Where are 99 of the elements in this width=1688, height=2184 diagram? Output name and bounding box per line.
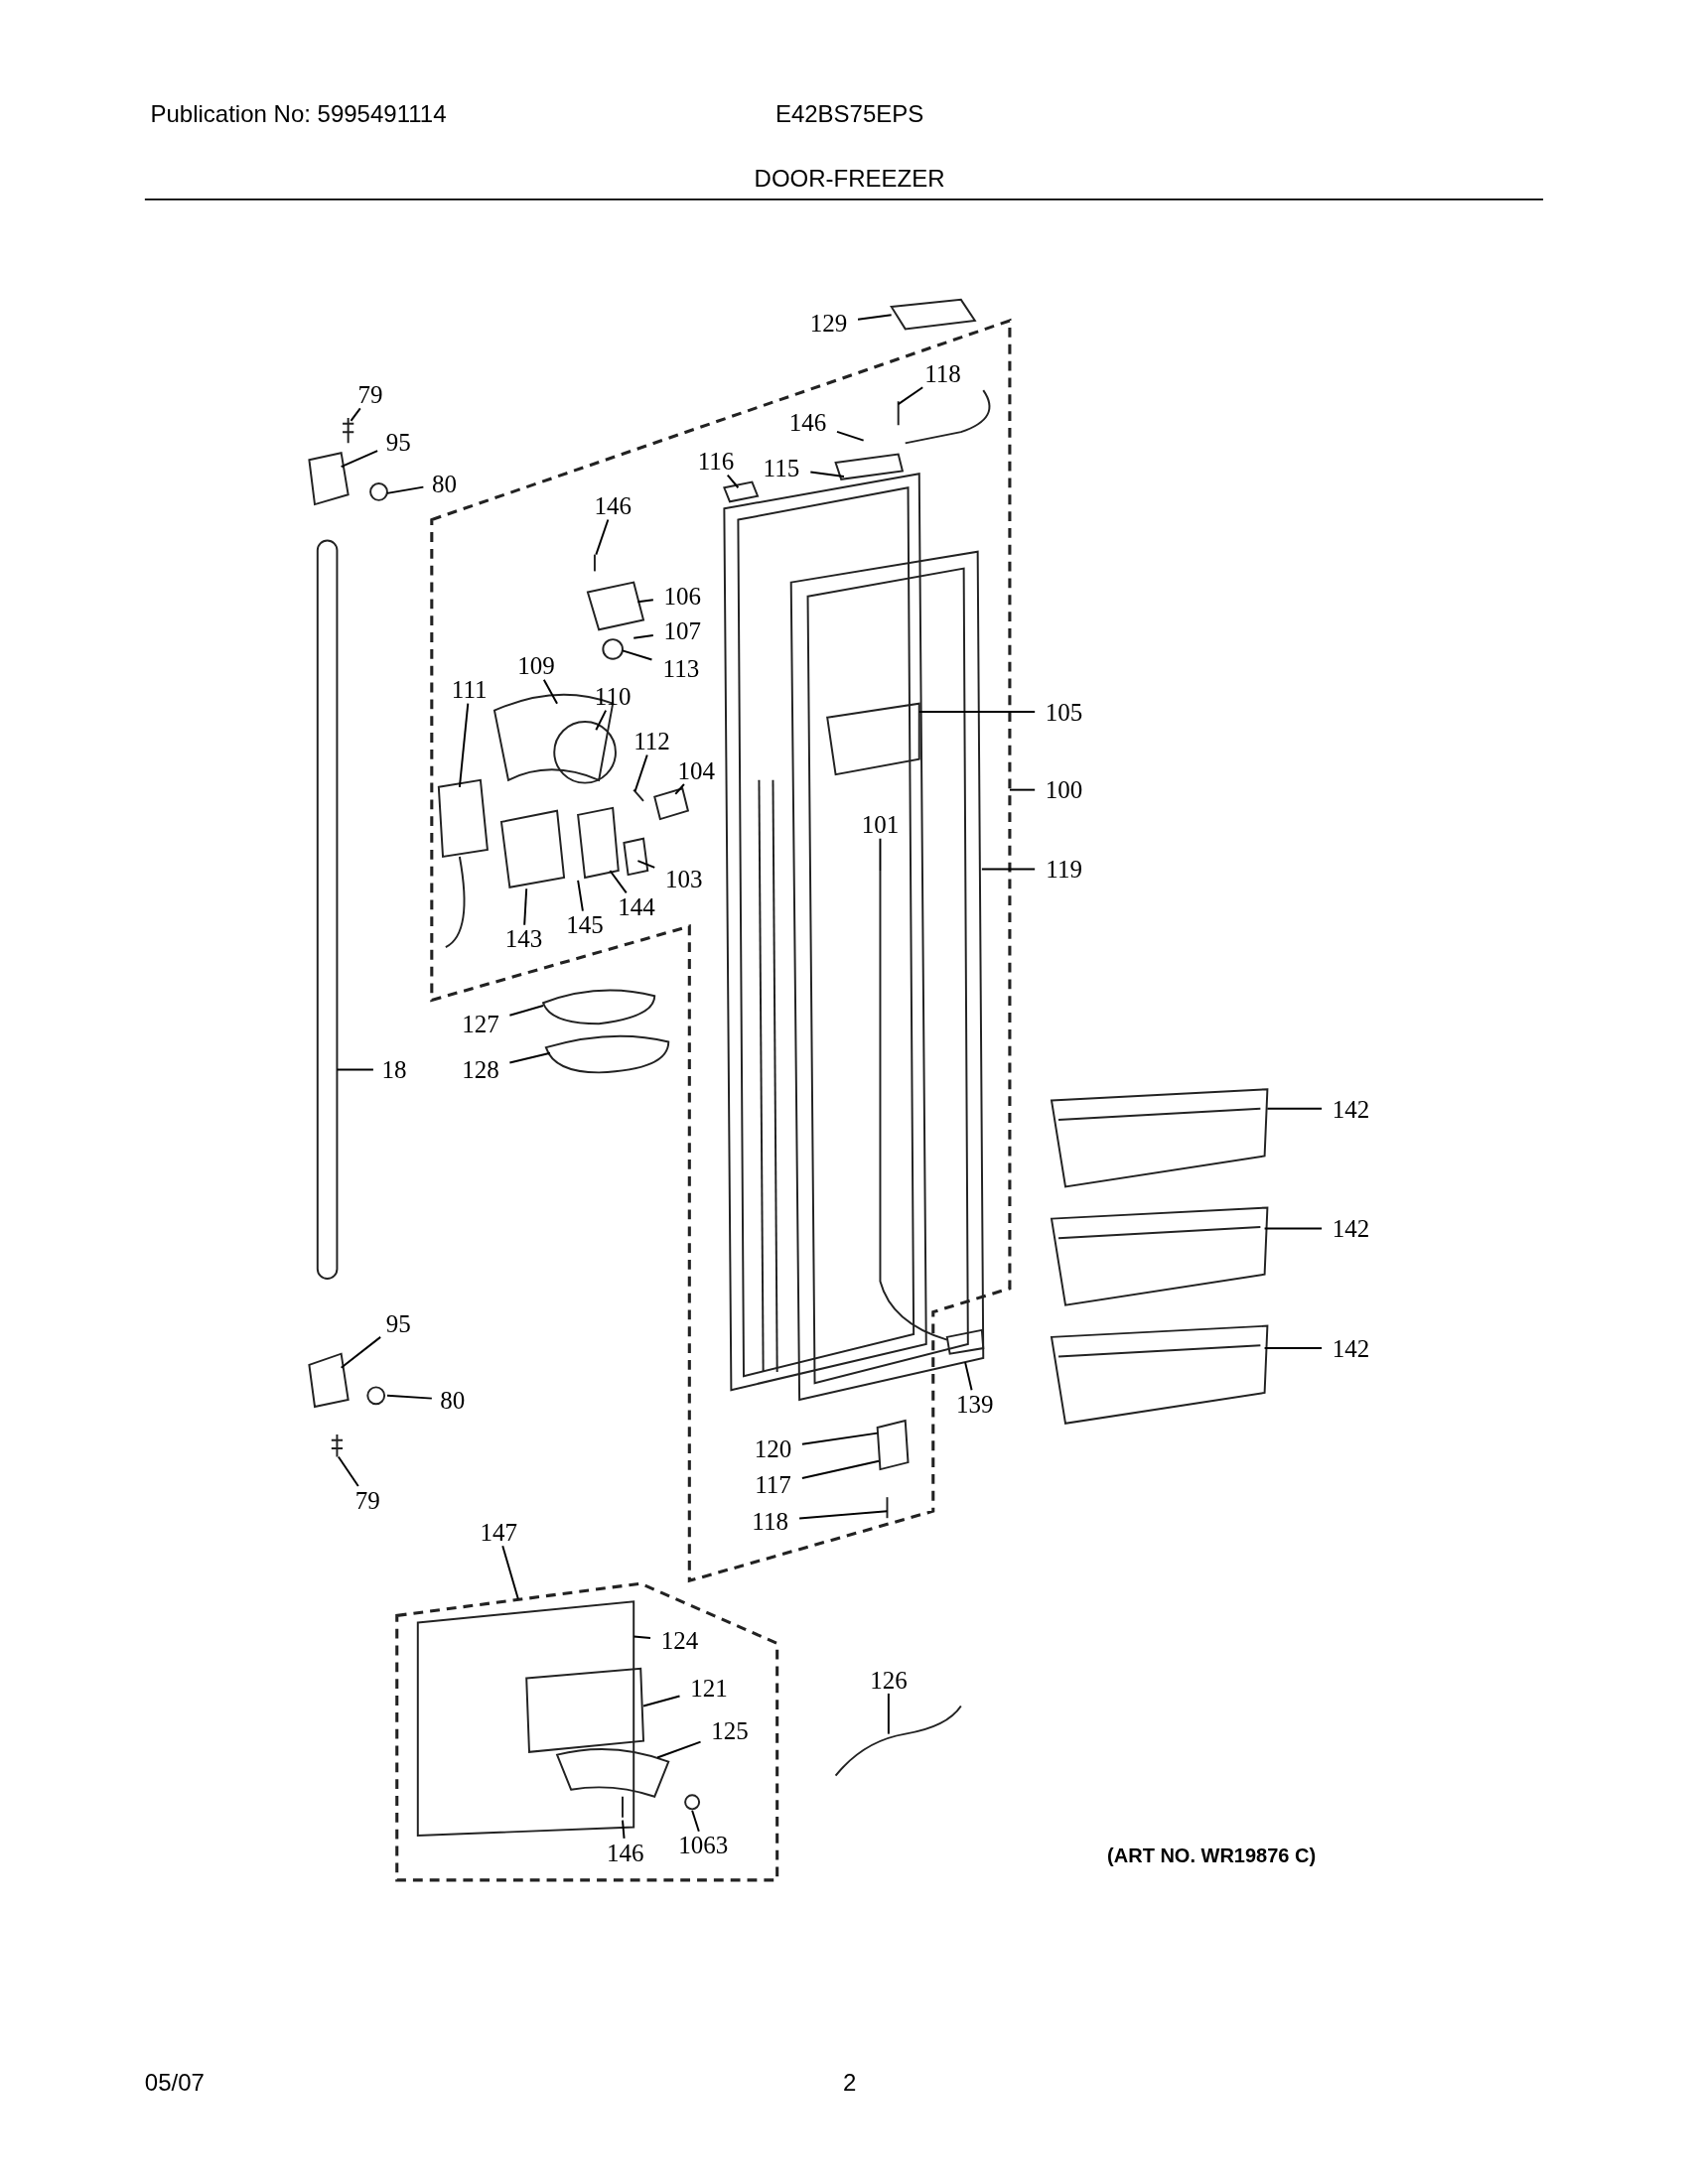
callout-number: 118 [752, 1508, 788, 1534]
leader-line [336, 1068, 374, 1071]
leader-line [1263, 1227, 1324, 1230]
callout-number: 143 [504, 925, 543, 951]
callout-number: 147 [480, 1519, 517, 1545]
callout-number: 145 [566, 911, 604, 937]
hinge-drawing [876, 1419, 910, 1471]
callout-number: 79 [357, 381, 383, 407]
callout-number: 144 [618, 893, 655, 919]
callout-number: 128 [462, 1056, 499, 1082]
callout-number: 121 [690, 1675, 728, 1701]
date-code: 05/07 [144, 2069, 205, 2098]
leader-line [622, 649, 653, 661]
leader-line [609, 870, 628, 894]
leader-line [1008, 788, 1037, 791]
callout-number: 118 [924, 360, 961, 386]
page-title: DOOR-FREEZER [754, 164, 945, 193]
leader-line [633, 1635, 651, 1639]
leader-line [508, 1051, 551, 1064]
callout-number: 124 [660, 1627, 699, 1653]
leader-line [595, 518, 610, 556]
leader-line [887, 1692, 890, 1735]
callout-number: 127 [462, 1011, 499, 1036]
callout-number: 113 [662, 655, 700, 681]
leader-line [385, 1394, 433, 1400]
callout-number: 95 [385, 429, 411, 455]
callout-number: 79 [354, 1487, 380, 1513]
leader-line [800, 1459, 881, 1479]
leader-line [577, 879, 584, 912]
leader-line [542, 678, 559, 705]
leader-line [595, 709, 608, 732]
leader-line [622, 1819, 626, 1840]
leader-line [458, 702, 470, 788]
leader-line [636, 860, 656, 869]
publication-number: Publication No: 5995491114 [150, 100, 447, 128]
page-number: 2 [842, 2069, 857, 2098]
leader-line [642, 1695, 681, 1707]
callout-number: 80 [440, 1387, 466, 1413]
callout-number: 146 [788, 409, 827, 435]
leader-line [897, 386, 924, 406]
callout-number: 126 [870, 1667, 908, 1693]
leader-line [691, 1809, 700, 1833]
leader-line [879, 837, 882, 872]
leader-line [964, 1361, 973, 1392]
callout-number: 146 [607, 1840, 644, 1864]
callout-number: 100 [1045, 776, 1083, 802]
bulb-drawing [602, 638, 624, 660]
callout-number: 1063 [678, 1833, 729, 1857]
callout-number: 117 [755, 1471, 791, 1497]
callout-number: 111 [451, 676, 488, 702]
callout-number: 103 [664, 866, 703, 891]
callout-number: 142 [1332, 1096, 1370, 1121]
leader-line [337, 1455, 359, 1487]
leader-line [340, 450, 379, 469]
callout-number: 116 [697, 448, 735, 474]
callout-number: 120 [754, 1435, 792, 1461]
leader-line [798, 1510, 889, 1520]
callout-number: 119 [1046, 856, 1082, 882]
bushing-drawing [369, 482, 388, 501]
leader-line [917, 711, 1037, 714]
leader-line [636, 599, 654, 604]
callout-number: 110 [594, 683, 632, 709]
leader-line [980, 868, 1037, 871]
callout-number: 104 [677, 757, 716, 783]
leader-line [508, 1005, 544, 1017]
leader-line [656, 1740, 702, 1759]
leader-line [350, 407, 361, 422]
leader-line [501, 1545, 519, 1600]
callout-number: 142 [1332, 1215, 1370, 1241]
leader-line [836, 430, 865, 442]
leader-line [340, 1335, 382, 1369]
leader-line [674, 783, 685, 795]
model-number: E42BS75EPS [774, 100, 924, 128]
callout-number: 80 [431, 471, 457, 496]
leader-line [633, 753, 648, 792]
callout-number: 109 [517, 652, 555, 678]
callout-number: 112 [633, 728, 670, 753]
leader-line [809, 471, 845, 478]
callout-number: 105 [1045, 699, 1083, 725]
leader-line [857, 314, 893, 321]
callout-number: 115 [763, 455, 800, 480]
callout-number: 18 [381, 1056, 407, 1082]
leader-line [1263, 1347, 1324, 1350]
callout-number: 101 [861, 811, 900, 837]
callout-number: 139 [956, 1391, 994, 1417]
callout-number: 125 [711, 1717, 749, 1743]
art-number-note: (ART NO. WR19876 C) [1107, 1844, 1317, 1868]
leader-line [523, 887, 528, 926]
leader-line [800, 1432, 879, 1445]
callout-number: 142 [1332, 1335, 1370, 1361]
callout-number: 146 [594, 492, 632, 518]
callout-number: 95 [385, 1310, 411, 1335]
leader-line [633, 633, 654, 639]
callout-number: 129 [809, 310, 848, 336]
callout-number: 107 [663, 617, 702, 643]
leader-line [385, 485, 425, 494]
callout-number: 106 [663, 583, 702, 609]
leader-line [726, 474, 740, 489]
leader-line [1266, 1107, 1324, 1110]
